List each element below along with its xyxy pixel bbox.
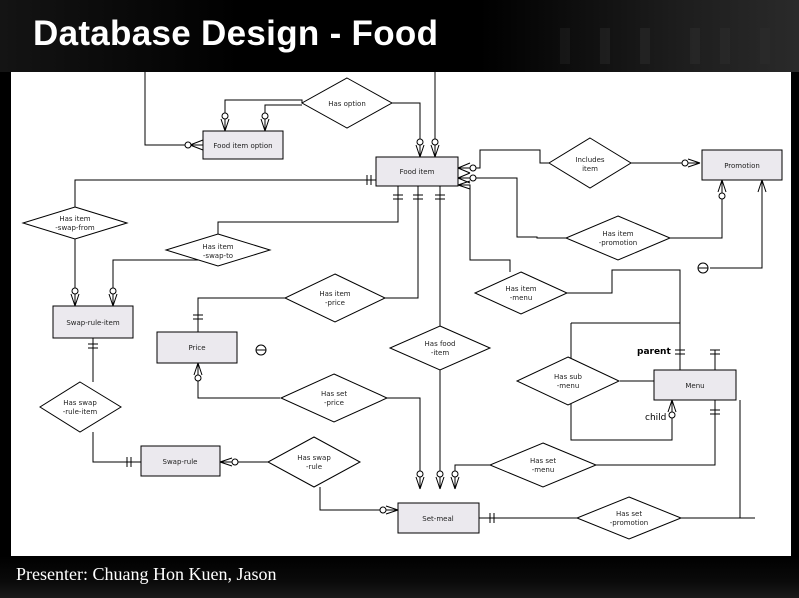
- entity-label: Menu: [685, 382, 704, 390]
- relationship-label: -swap-to: [203, 252, 233, 260]
- title-decoration: [720, 28, 730, 64]
- relationship-label: Has item: [319, 290, 350, 298]
- relationship-has-item-swap-from: Has item -swap-from: [21, 206, 129, 240]
- title-bar: Database Design - Food: [0, 0, 799, 72]
- entity-promotion: Promotion: [701, 149, 783, 181]
- relationship-has-swap-rule: Has swap -rule: [266, 436, 362, 488]
- cardinality-marks: [70, 112, 767, 523]
- relationship-label: -price: [325, 299, 345, 307]
- relationship-includes-item: Includes item: [548, 137, 632, 189]
- relationship-has-item-promotion: Has item -promotion: [564, 215, 672, 261]
- relationship-has-item-menu: Has item -menu: [473, 271, 569, 315]
- relationship-has-item-price: Has item -price: [283, 273, 387, 323]
- relationship-has-set-promotion: Has set -promotion: [575, 496, 683, 540]
- relationship-label: Has item: [602, 230, 633, 238]
- entity-swap-rule: Swap-rule: [140, 445, 221, 477]
- page-title: Database Design - Food: [33, 14, 439, 53]
- relationship-label: -promotion: [599, 239, 638, 247]
- entity-label: Swap-rule: [163, 458, 198, 466]
- relationship-label: Has item: [202, 243, 233, 251]
- relationship-label: -item: [431, 349, 450, 357]
- entity-label: Food item option: [213, 142, 272, 150]
- relationship-label: -swap-from: [55, 224, 95, 232]
- entity-label: Promotion: [724, 162, 760, 170]
- entity-label: Food item: [400, 168, 435, 176]
- relationship-label: Has set: [616, 510, 642, 518]
- footer: Presenter: Chuang Hon Kuen, Jason: [0, 556, 799, 598]
- relationship-label: -rule-item: [63, 408, 98, 416]
- relationship-label: -menu: [532, 466, 555, 474]
- relationship-label: -promotion: [610, 519, 649, 527]
- entity-set-meal: Set-meal: [397, 502, 480, 534]
- relationship-label: Has option: [328, 100, 366, 108]
- entity-label: Set-meal: [422, 515, 453, 523]
- title-decoration: [760, 28, 770, 64]
- role-label-parent: parent: [637, 347, 671, 357]
- relationship-has-set-menu: Has set -menu: [488, 442, 598, 488]
- relationship-label: -menu: [510, 294, 533, 302]
- title-decoration: [560, 28, 570, 64]
- relationship-label: Has item: [505, 285, 536, 293]
- entity-price: Price: [156, 331, 238, 364]
- relationship-label: Includes: [575, 156, 604, 164]
- relationship-label: Has sub: [554, 373, 583, 381]
- er-diagram-panel: Food item option Food item Promotion Swa…: [11, 72, 791, 556]
- entity-label: Swap-rule-item: [66, 319, 120, 327]
- relationship-has-sub-menu: Has sub -menu: [515, 356, 621, 406]
- relationship-label: Has item: [59, 215, 90, 223]
- relationship-label: -price: [324, 399, 344, 407]
- relationship-has-food-item: Has food -item: [388, 325, 492, 371]
- presenter-credit: Presenter: Chuang Hon Kuen, Jason: [16, 564, 277, 584]
- entity-swap-rule-item: Swap-rule-item: [52, 305, 134, 339]
- role-label-child: child: [645, 413, 666, 423]
- relationship-has-option: Has option: [300, 77, 394, 129]
- relationship-label: -rule: [306, 463, 322, 471]
- relationship-label: Has swap: [63, 399, 97, 407]
- er-diagram: Food item option Food item Promotion Swa…: [21, 72, 783, 540]
- title-decoration: [640, 28, 650, 64]
- entity-menu: Menu: [653, 369, 737, 401]
- entity-label: Price: [188, 344, 205, 352]
- title-decoration: [690, 28, 700, 64]
- relationship-label: Has set: [321, 390, 347, 398]
- relationship-label: -menu: [557, 382, 580, 390]
- entity-food-item-option: Food item option: [202, 130, 284, 160]
- relationship-label: item: [582, 165, 598, 173]
- relationship-label: Has food: [425, 340, 456, 348]
- relationship-label: Has set: [530, 457, 556, 465]
- relationship-has-item-swap-to: Has item -swap-to: [164, 233, 272, 267]
- relationship-has-set-price: Has set -price: [279, 373, 389, 423]
- title-decoration: [600, 28, 610, 64]
- relationship-has-swap-rule-item: Has swap -rule-item: [39, 381, 122, 433]
- entity-food-item: Food item: [375, 156, 459, 187]
- relationship-label: Has swap: [297, 454, 331, 462]
